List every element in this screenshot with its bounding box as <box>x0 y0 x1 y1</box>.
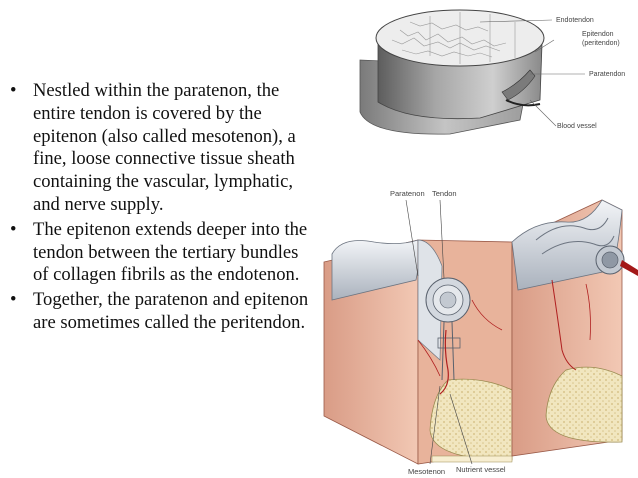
label-epitendon: Epitendon <box>582 31 614 38</box>
label-endotendon: Endotendon <box>556 17 594 24</box>
label-blood-vessel: Blood vessel <box>557 123 597 130</box>
paratenon-mesotenon-figure: Paratenon Tendon Mesotenon Nutrient vess… <box>323 189 638 476</box>
bullet-text: The epitenon extends deeper into the ten… <box>33 218 308 286</box>
label-mesotenon: Mesotenon <box>408 467 445 476</box>
label-peritendon: (peritendon) <box>582 40 620 47</box>
left-tissue-block <box>323 239 513 465</box>
right-tissue-block <box>511 199 638 457</box>
bullet-item: • Nestled within the paratenon, the entir… <box>8 80 318 217</box>
bullet-text: Nestled within the paratenon, the entire… <box>33 80 296 215</box>
label-nutrient-vessel: Nutrient vessel <box>456 465 506 474</box>
bullet-dot: • <box>10 218 17 240</box>
bullet-dot: • <box>10 80 17 101</box>
bullet-item: • The epitenon extends deeper into the te… <box>8 219 318 287</box>
label-paratenon: Paratenon <box>390 189 425 198</box>
label-leader-lines <box>479 19 585 127</box>
bullet-item: • Together, the paratenon and epitenon ar… <box>8 289 318 335</box>
bullet-text: Together, the paratenon and epitenon are… <box>33 289 309 333</box>
tendon-cylinder <box>359 9 545 135</box>
label-tendon: Tendon <box>432 189 457 198</box>
bullet-list: • Nestled within the paratenon, the entir… <box>8 80 318 337</box>
bullet-dot: • <box>10 289 17 311</box>
label-leader-lines <box>405 199 473 465</box>
label-paratendon: Paratendon <box>589 71 625 78</box>
tendon-layers-figure: Endotendon Epitendon (peritendon) Parate… <box>359 9 625 135</box>
